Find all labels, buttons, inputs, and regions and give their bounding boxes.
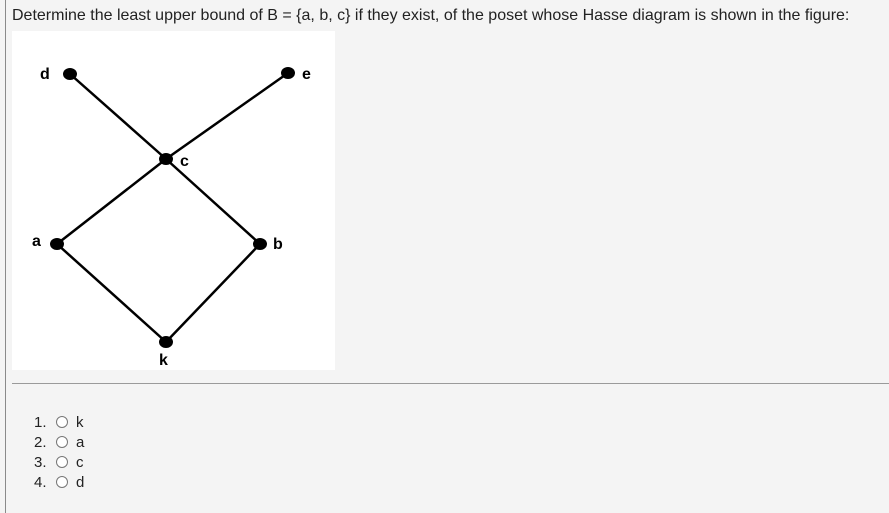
node-k <box>159 336 173 348</box>
option-number: 1. <box>34 413 47 431</box>
option-label: a <box>76 433 85 451</box>
radio-button[interactable] <box>56 476 68 488</box>
left-border <box>5 0 6 513</box>
edge-c-b <box>164 157 262 246</box>
label-d: d <box>40 66 50 83</box>
node-c <box>159 153 173 165</box>
option-number: 3. <box>34 453 47 471</box>
option-3[interactable]: 3. c <box>34 452 84 472</box>
hasse-diagram-figure: d e c a b k <box>12 31 335 370</box>
divider <box>12 383 889 384</box>
radio-button[interactable] <box>56 416 68 428</box>
edge-a-k <box>55 242 168 344</box>
label-a: a <box>32 233 41 250</box>
node-a <box>50 238 64 250</box>
edge-d-c <box>68 72 168 161</box>
edge-e-c <box>164 71 290 161</box>
option-label: c <box>76 453 84 471</box>
answer-options: 1. k 2. a 3. c 4. d <box>34 412 84 492</box>
option-label: d <box>76 473 85 491</box>
option-label: k <box>76 413 84 431</box>
label-e: e <box>302 66 311 83</box>
hasse-diagram: d e c a b k <box>32 66 311 369</box>
node-e <box>281 67 295 79</box>
radio-button[interactable] <box>56 436 68 448</box>
option-number: 4. <box>34 473 47 491</box>
option-1[interactable]: 1. k <box>34 412 84 432</box>
edge-c-a <box>55 157 168 246</box>
edge-b-k <box>164 242 262 344</box>
node-d <box>63 68 77 80</box>
label-c: c <box>180 153 189 170</box>
label-b: b <box>273 236 283 253</box>
option-number: 2. <box>34 433 47 451</box>
question-text: Determine the least upper bound of B = {… <box>12 7 850 24</box>
option-2[interactable]: 2. a <box>34 432 84 452</box>
node-b <box>253 238 267 250</box>
label-k: k <box>159 352 168 369</box>
radio-button[interactable] <box>56 456 68 468</box>
option-4[interactable]: 4. d <box>34 472 84 492</box>
